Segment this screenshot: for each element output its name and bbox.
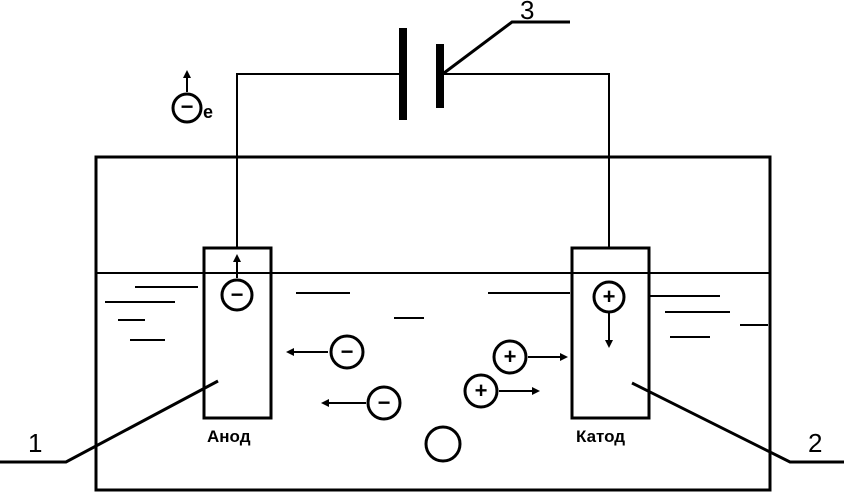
anode-wire — [236, 73, 402, 248]
liquid-dashes — [105, 286, 768, 341]
label-3: 3 — [520, 0, 534, 25]
cathode-label: Катод — [576, 427, 625, 446]
svg-text:+: + — [475, 378, 488, 403]
anion-moving-left-1: − — [286, 334, 365, 370]
svg-text:−: − — [378, 390, 391, 415]
anion-moving-left-2: − — [321, 385, 402, 421]
leader-2 — [631, 381, 844, 464]
cation-moving-right-1: + — [492, 339, 568, 375]
cation-moving-right-2: + — [463, 373, 540, 409]
svg-text:−: − — [181, 94, 194, 119]
anode-negative-ion: − — [220, 254, 254, 312]
svg-text:+: + — [504, 344, 517, 369]
electron-symbol: − e — [171, 70, 213, 124]
svg-text:−: − — [231, 282, 244, 307]
cathode-electrode — [570, 246, 651, 420]
leader-1 — [0, 379, 219, 464]
label-1: 1 — [28, 428, 42, 458]
neutral-particle — [424, 425, 462, 463]
cathode-positive-ion: + — [592, 280, 626, 348]
leader-3 — [439, 20, 570, 78]
cathode-wire — [440, 73, 610, 248]
electrolyte-tank — [94, 155, 772, 492]
svg-text:−: − — [341, 339, 354, 364]
svg-text:+: + — [603, 284, 616, 309]
label-2: 2 — [808, 428, 822, 458]
electron-label: e — [203, 102, 213, 122]
anode-label: Анод — [207, 427, 251, 446]
